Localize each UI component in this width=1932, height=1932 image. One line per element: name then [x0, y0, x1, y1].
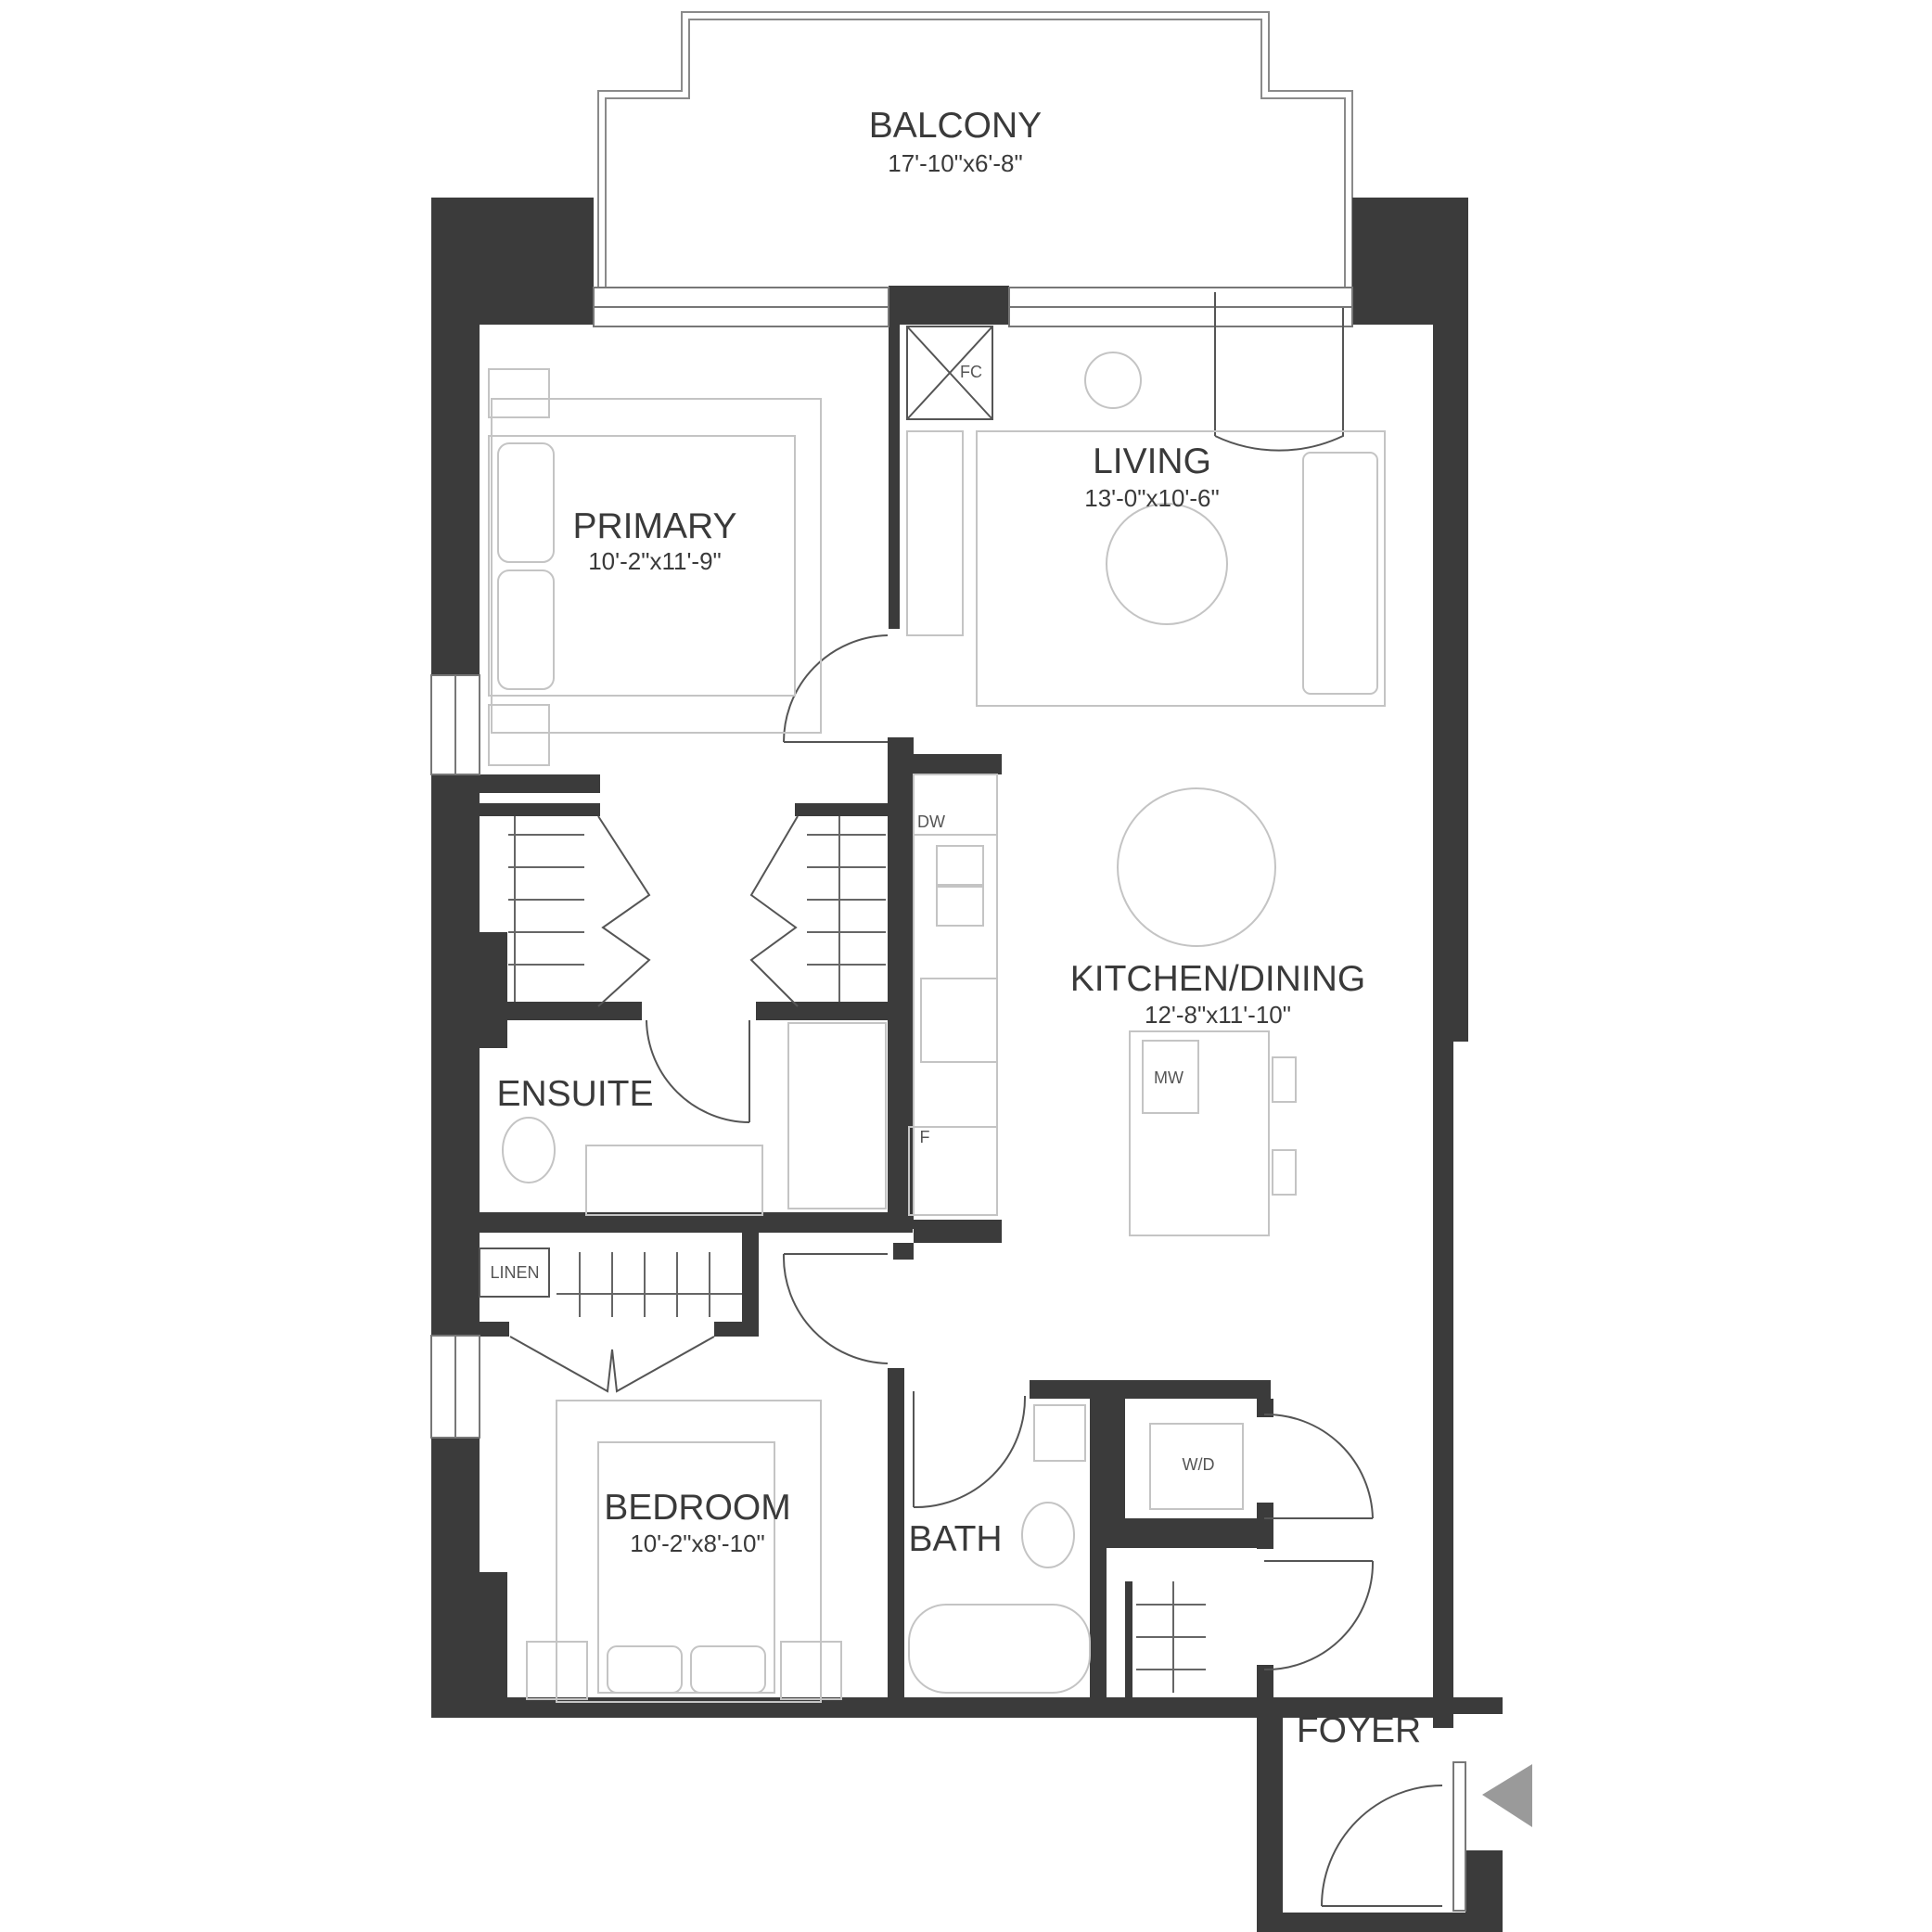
- fridge-label: F: [920, 1128, 930, 1146]
- primary-name: PRIMARY: [573, 506, 737, 546]
- microwave-label: MW: [1154, 1068, 1184, 1087]
- furniture: [488, 352, 1386, 1703]
- bath-name: BATH: [908, 1519, 1002, 1559]
- linen-label: LINEN: [490, 1263, 539, 1282]
- dishwasher-label: DW: [917, 812, 945, 831]
- balcony-name: BALCONY: [869, 106, 1042, 146]
- kitchen-dining-name: KITCHEN/DINING: [1070, 959, 1366, 999]
- linen-shelf: [479, 1247, 550, 1298]
- walls: [431, 198, 1503, 1932]
- living-name: LIVING: [1093, 441, 1211, 481]
- bedroom-name: BEDROOM: [604, 1488, 791, 1528]
- fireplace-label: FC: [960, 363, 982, 381]
- fireplace: [906, 326, 993, 420]
- balcony-dim: 17'-10"x6'-8": [888, 149, 1022, 177]
- doors: [509, 292, 1443, 1907]
- balcony-outline: [597, 11, 1353, 292]
- washer-dryer-label: W/D: [1183, 1455, 1215, 1474]
- living-dim: 13'-0"x10'-6": [1084, 484, 1219, 512]
- primary-dim: 10'-2"x11'-9": [588, 547, 722, 575]
- ensuite-name: ENSUITE: [496, 1074, 653, 1114]
- foyer-name: FOYER: [1297, 1710, 1421, 1750]
- bedroom-dim: 10'-2"x8'-10": [630, 1529, 764, 1557]
- windows: [430, 287, 1466, 1912]
- entry-arrow-icon[interactable]: [1482, 1764, 1532, 1827]
- kitchen-dining-dim: 12'-8"x11'-10": [1145, 1001, 1291, 1029]
- closet-rods: [508, 816, 1206, 1693]
